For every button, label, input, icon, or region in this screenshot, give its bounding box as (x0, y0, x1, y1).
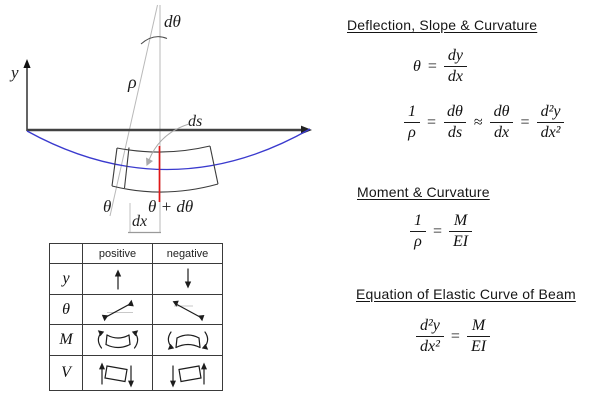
fraction-denominator: EI (449, 231, 473, 251)
equation-elastic-curve: d²y dx² = M EI (416, 317, 491, 357)
row-label-theta: θ (49, 294, 83, 325)
fraction-d2y-dx2: d²y dx² (416, 317, 444, 357)
fraction-dtheta-ds: dθ ds (443, 103, 467, 143)
table-row-deflection: y (49, 263, 223, 295)
table-row-slope: θ (49, 294, 223, 325)
fraction-dy-dx: dy dx (443, 47, 467, 87)
fraction-numerator: d²y (420, 317, 440, 334)
corner-cell (49, 243, 83, 264)
rho-label: ρ (127, 72, 137, 92)
element-bottom-edge (111, 183, 219, 193)
fraction-numerator: M (471, 317, 486, 334)
fraction-denominator: dx (443, 66, 467, 86)
y-axis-arrowhead (23, 59, 31, 68)
eq-slope-lhs: θ (413, 57, 421, 75)
moment-negative-cell (152, 324, 223, 356)
positive-header: positive (82, 243, 153, 264)
fraction-d2y-dx2: d²y dx² (536, 103, 565, 143)
row-label-y: y (49, 263, 83, 295)
moment-hogging-icon (167, 331, 208, 350)
theta-negative-cell (152, 294, 223, 325)
fraction-denominator: EI (466, 336, 491, 356)
ds-pointer-arrowhead (146, 157, 153, 166)
fraction-M-EI: M EI (449, 212, 473, 252)
moment-positive-cell (82, 324, 153, 356)
theta-positive-cell (82, 294, 153, 325)
d-theta-label: dθ (164, 12, 181, 31)
radius-line-left (109, 4, 158, 217)
y-axis-label: y (9, 63, 19, 82)
element-left-face (111, 147, 118, 187)
section-title-moment-curvature: Moment & Curvature (357, 184, 490, 200)
theta-label: θ (103, 197, 111, 216)
row-label-V: V (49, 355, 83, 391)
approx-sign: ≈ (473, 113, 483, 131)
fraction-numerator: M (453, 212, 468, 229)
section-title-elastic-curve-equation: Equation of Elastic Curve of Beam (356, 286, 576, 302)
fraction-denominator: dx (490, 122, 514, 142)
fraction-numerator: dy (447, 47, 463, 64)
equals-sign: = (450, 327, 460, 345)
fraction-denominator: dx² (536, 122, 565, 142)
table-row-moment: M (49, 324, 223, 356)
equation-slope: θ = dy dx (413, 47, 467, 87)
y-positive-cell (82, 263, 153, 295)
equals-sign: = (427, 57, 437, 75)
theta-plus-d-theta-label: θ + dθ (148, 197, 193, 216)
element-inner-face (123, 147, 130, 189)
table-header-row: positive negative (49, 243, 223, 264)
elastic-curve (26, 128, 311, 171)
fraction-denominator: ρ (404, 122, 420, 142)
arrow-up-icon (114, 269, 121, 290)
fraction-numerator: 1 (408, 103, 416, 120)
ds-label: ds (188, 113, 202, 130)
element-top-edge (116, 145, 211, 153)
element-right-face (209, 145, 219, 185)
fraction-denominator: ds (443, 122, 467, 142)
row-label-M: M (49, 324, 83, 356)
equation-moment-curvature: 1 ρ = M EI (410, 212, 473, 252)
fraction-numerator: d²y (540, 103, 561, 120)
arrow-down-icon (184, 268, 191, 289)
equals-sign: = (427, 113, 437, 131)
shear-positive-icon (98, 362, 134, 388)
fraction-1-rho: 1 ρ (410, 212, 426, 252)
y-negative-cell (152, 263, 223, 295)
shear-negative-icon (169, 362, 207, 388)
equation-curvature: 1 ρ = dθ ds ≈ dθ dx = d²y dx² (404, 103, 565, 143)
fraction-denominator: ρ (410, 231, 426, 251)
slope-rotation-cw-icon (172, 300, 204, 321)
equals-sign: = (433, 222, 443, 240)
fraction-numerator: dθ (447, 103, 463, 120)
fraction-numerator: dθ (493, 103, 510, 120)
sign-convention-table: positive negative y θ (49, 243, 223, 391)
beam-element (111, 145, 219, 193)
shear-positive-cell (82, 355, 153, 391)
dx-label: dx (132, 213, 147, 230)
moment-sagging-icon (97, 330, 138, 349)
fraction-numerator: 1 (414, 212, 422, 229)
fraction-M-EI: M EI (466, 317, 491, 357)
table-row-shear: V (49, 355, 223, 391)
fraction-denominator: dx² (416, 336, 444, 356)
equals-sign: = (520, 113, 530, 131)
section-title-deflection-slope-curvature: Deflection, Slope & Curvature (347, 17, 538, 33)
slope-rotation-ccw-icon (101, 299, 134, 321)
fraction-dtheta-dx: dθ dx (490, 103, 514, 143)
negative-header: negative (152, 243, 223, 264)
d-theta-arc (140, 36, 168, 45)
beam-curvature-diagram: dθ ρ y ds θ θ + dθ dx (9, 4, 312, 234)
fraction-1-rho: 1 ρ (404, 103, 420, 143)
shear-negative-cell (152, 355, 223, 391)
ds-pointer-arrow (148, 123, 190, 161)
